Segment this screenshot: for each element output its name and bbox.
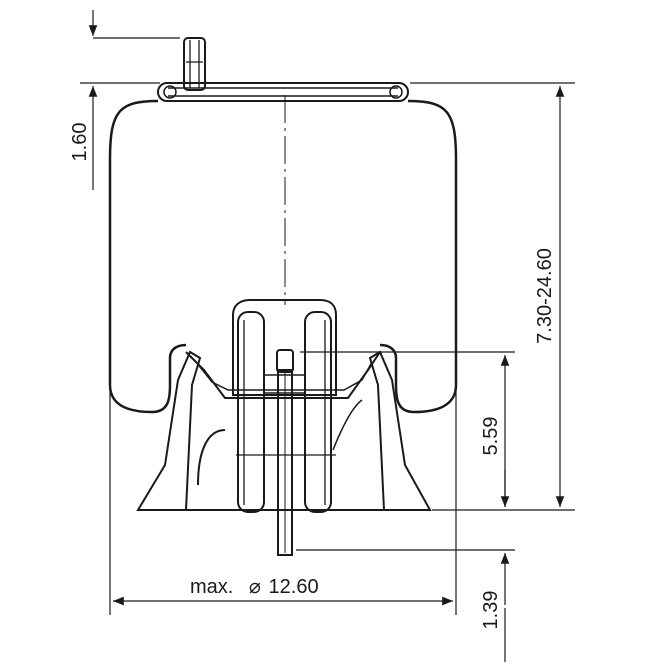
dim-piston-height: 5.59 xyxy=(480,417,502,456)
piston xyxy=(136,350,432,511)
dim-top-flange-height: 1.60 xyxy=(69,123,91,162)
dimension-5-59: 5.59 xyxy=(300,351,515,507)
dimension-1-60: 1.60 xyxy=(69,10,180,190)
dimension-max-diameter: max. ⌀ 12.60 xyxy=(109,390,457,615)
rubber-bellows xyxy=(108,99,187,414)
dim-max-diameter: max. ⌀ 12.60 xyxy=(190,576,319,598)
dim-max-value: 12.60 xyxy=(269,576,319,598)
dimension-overall-height: 7.30-24.60 xyxy=(410,82,575,511)
dimension-1-39: 1.39 xyxy=(296,470,515,662)
dim-stud-length: 1.39 xyxy=(480,591,502,630)
dim-max-prefix: max. xyxy=(190,576,233,598)
top-bead-plate xyxy=(157,82,409,102)
diameter-symbol: ⌀ xyxy=(249,576,261,598)
rubber-bellows-right xyxy=(379,99,458,414)
top-air-fitting xyxy=(183,37,206,91)
dim-overall-height-range: 7.30-24.60 xyxy=(534,248,556,344)
mounting-stud xyxy=(276,349,294,556)
inner-bumper xyxy=(232,299,337,513)
